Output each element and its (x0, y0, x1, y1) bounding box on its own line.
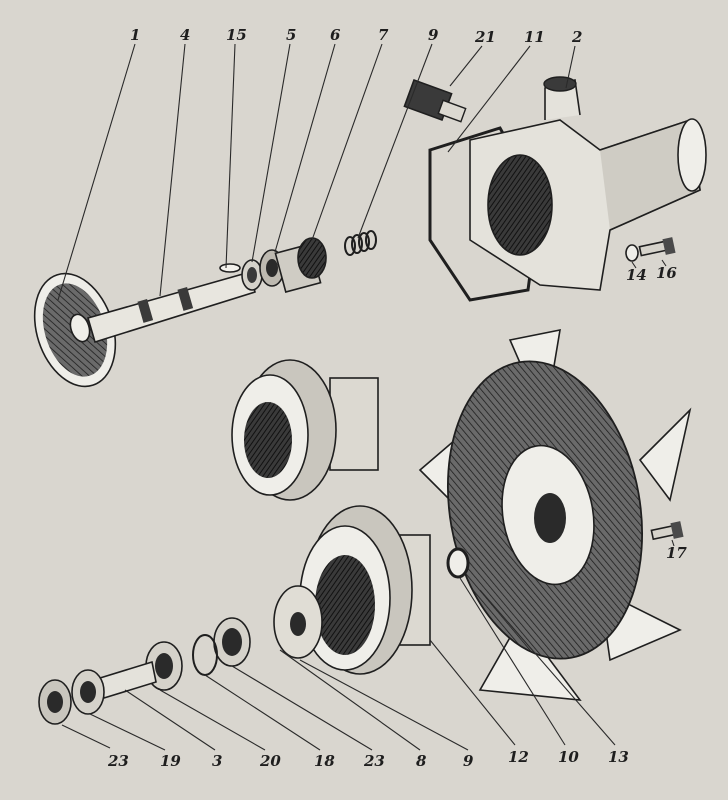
part-labels: 1 4 15 5 6 7 9 21 11 2 14 16 17 23 19 3 … (107, 26, 687, 770)
part-label: 5 (286, 26, 296, 44)
part-label: 1 (130, 26, 140, 44)
part-label: 3 (212, 752, 222, 770)
hub-flange-icon (273, 585, 323, 659)
bearing-icon (38, 679, 72, 725)
seal-ring-icon (241, 259, 263, 291)
sensor-fitting-icon (403, 78, 467, 123)
part-label: 17 (666, 544, 687, 562)
part-label: 2 (571, 28, 582, 46)
part-label: 15 (226, 26, 247, 44)
part-label: 4 (180, 26, 190, 44)
washer-icon (625, 244, 639, 262)
shaft-icon (87, 271, 256, 344)
bearing-icon (71, 669, 105, 715)
spring-icon (344, 230, 377, 256)
part-label: 23 (107, 752, 129, 770)
part-label: 7 (378, 26, 389, 44)
part-label: 8 (416, 752, 427, 770)
part-label: 12 (508, 748, 529, 766)
bolt-icon (650, 521, 684, 541)
part-label: 20 (259, 752, 281, 770)
part-label: 19 (160, 752, 181, 770)
part-label: 16 (656, 264, 677, 282)
part-label: 9 (463, 752, 474, 770)
pulley-icon (231, 359, 379, 501)
pump-housing-icon (469, 76, 707, 291)
bolt-icon (638, 237, 676, 257)
part-label: 23 (363, 752, 385, 770)
key-icon (219, 263, 241, 273)
gasket-icon (428, 126, 542, 302)
seal-housing-icon (274, 237, 327, 293)
part-label: 10 (558, 748, 579, 766)
fan-icon (418, 328, 692, 701)
part-label: 21 (474, 28, 496, 46)
washer-icon (446, 547, 470, 579)
part-label: 6 (330, 26, 341, 44)
bearing-icon (213, 617, 251, 667)
part-label: 18 (314, 752, 335, 770)
leader-lines (57, 43, 675, 751)
part-label: 14 (626, 266, 647, 284)
part-label: 11 (524, 28, 545, 46)
part-label: 9 (428, 26, 439, 44)
part-label: 13 (608, 748, 629, 766)
pulley-icon (299, 505, 431, 675)
